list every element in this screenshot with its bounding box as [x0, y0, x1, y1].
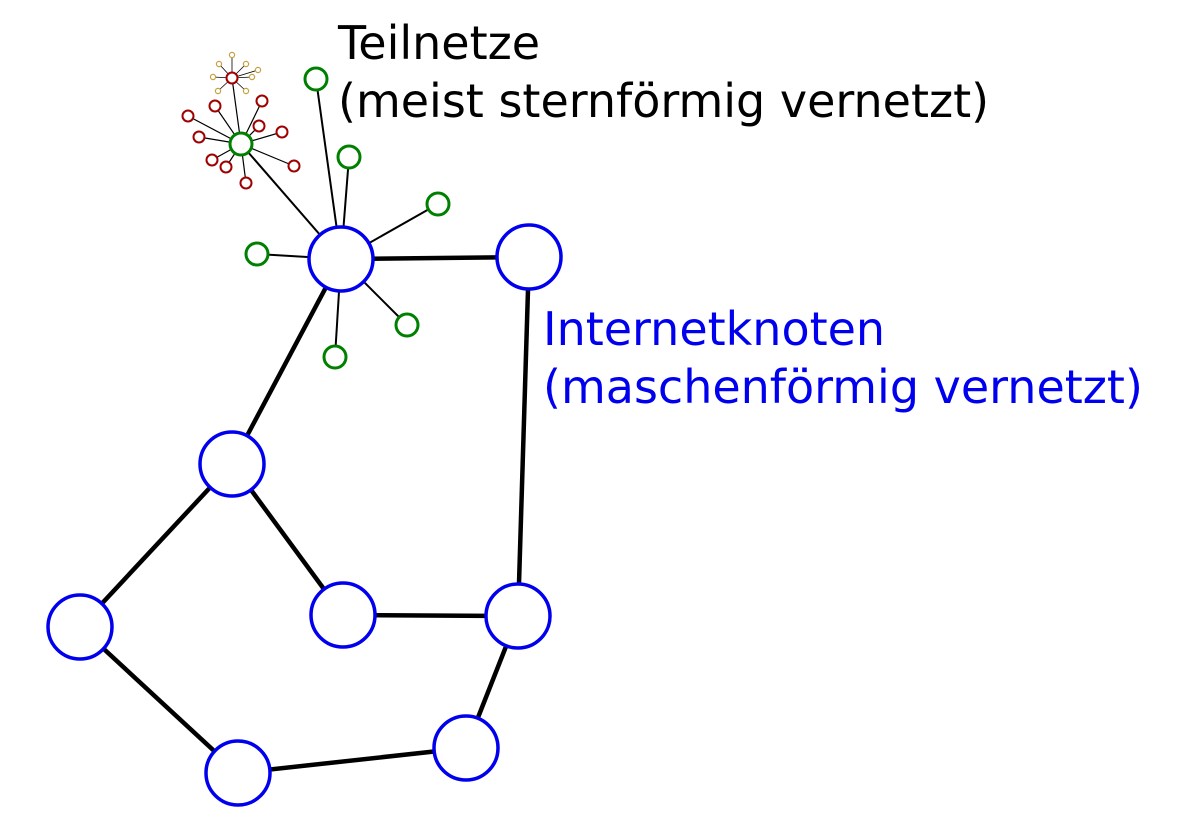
internet-node: [309, 581, 377, 649]
sub-subnet-node: [219, 160, 233, 174]
leaf-node: [214, 87, 222, 95]
mesh-link: [78, 625, 240, 775]
mesh-link: [78, 462, 234, 629]
internet-nodes-label: Internetknoten (maschenförmig vernetzt): [543, 300, 1143, 416]
internet-node: [495, 223, 563, 291]
sub-subnet-nodes: [181, 71, 301, 190]
internet-node: [204, 739, 272, 807]
internet-node: [198, 430, 266, 498]
mesh-link: [230, 257, 343, 466]
leaf-node: [228, 51, 236, 59]
subnet-node: [244, 241, 270, 267]
leaf-nodes: [209, 51, 262, 95]
internet-nodes-label-line2: (maschenförmig vernetzt): [543, 360, 1143, 414]
sub-subnet-node: [252, 119, 266, 133]
leaf-node: [209, 73, 217, 81]
internet-node: [432, 714, 500, 782]
subnets-label-line2: (meist sternförmig vernetzt): [338, 74, 990, 128]
subnet-node: [425, 191, 451, 217]
leaf-node: [242, 87, 250, 95]
sub-subnet-node: [192, 130, 206, 144]
subnet-nodes: [228, 66, 451, 370]
internet-node: [307, 225, 375, 293]
leaf-node: [254, 66, 262, 74]
sub-subnet-node: [287, 159, 301, 173]
sub-subnet-node: [275, 125, 289, 139]
subnet-node: [303, 66, 329, 92]
subnets-label-line1: Teilnetze: [338, 16, 541, 70]
leaf-node: [242, 60, 250, 68]
internet-nodes: [46, 223, 563, 807]
subnet-node: [336, 144, 362, 170]
sub-subnet-node: [239, 176, 253, 190]
mesh-link: [515, 256, 532, 617]
subnet-node: [322, 344, 348, 370]
leaf-node: [215, 60, 223, 68]
internet-node: [46, 593, 114, 661]
subnet-node: [394, 312, 420, 338]
internet-nodes-label-line1: Internetknoten: [543, 302, 886, 356]
sub-subnet-node: [255, 94, 269, 108]
mesh-link: [237, 745, 467, 776]
mesh-links: [78, 254, 532, 776]
subnet-node: [228, 131, 254, 157]
sub-subnet-node: [205, 153, 219, 167]
sub-subnet-node: [181, 109, 195, 123]
subnets-label: Teilnetze (meist sternförmig vernetzt): [338, 14, 989, 130]
leaf-node: [248, 73, 256, 81]
sub-subnet-node: [208, 99, 222, 113]
sub-subnet-node: [225, 71, 239, 85]
internet-node: [484, 582, 552, 650]
